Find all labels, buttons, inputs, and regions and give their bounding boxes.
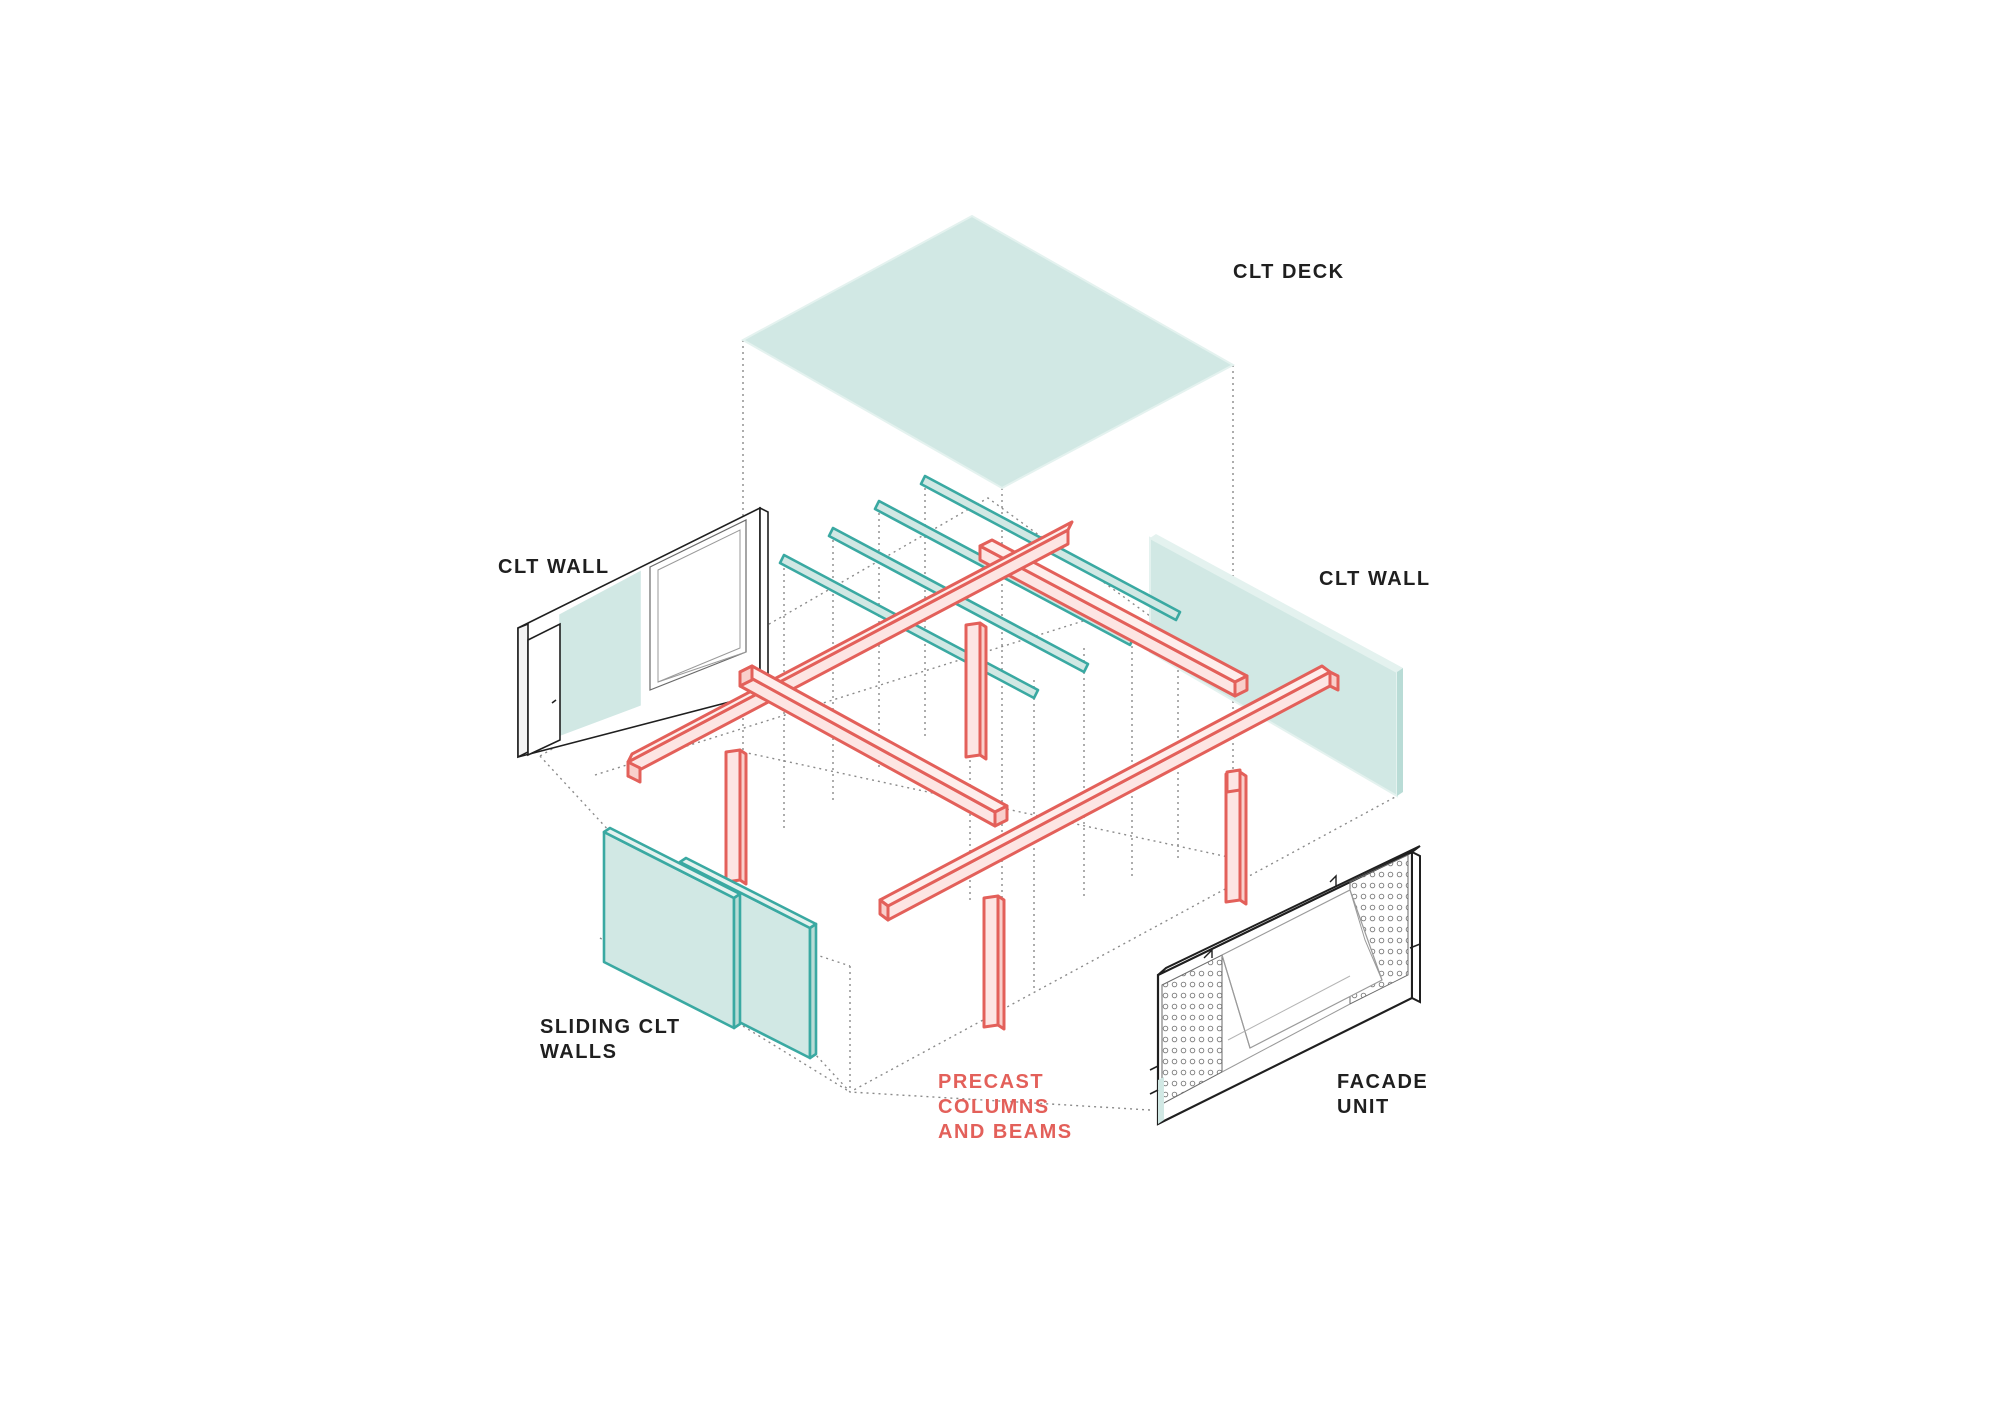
label-facade-unit: FACADE UNIT <box>1337 1071 1429 1118</box>
label-precast-columns-beams: PRECAST COLUMNS AND BEAMS <box>938 1071 1073 1143</box>
wall-door <box>527 622 561 757</box>
column-back-mid <box>964 621 982 759</box>
label-clt-wall-right: CLT WALL <box>1319 568 1431 590</box>
column-back-left <box>724 748 742 884</box>
label-clt-wall-left: CLT WALL <box>498 556 610 578</box>
precast-beams <box>626 520 1340 922</box>
label-sliding-clt-walls: SLIDING CLT WALLS <box>540 1016 681 1063</box>
beam-front-left <box>738 670 997 828</box>
sliding-clt-walls <box>602 826 818 1060</box>
precast-columns-front <box>982 768 1242 1031</box>
column-back-stub <box>1225 768 1242 794</box>
column-front-mid <box>982 894 1000 1029</box>
precast-columns-back <box>724 621 1248 906</box>
clt-deck-panel <box>740 214 1236 490</box>
label-clt-deck: CLT DECK <box>1233 261 1345 283</box>
facade-unit <box>1149 845 1421 1126</box>
